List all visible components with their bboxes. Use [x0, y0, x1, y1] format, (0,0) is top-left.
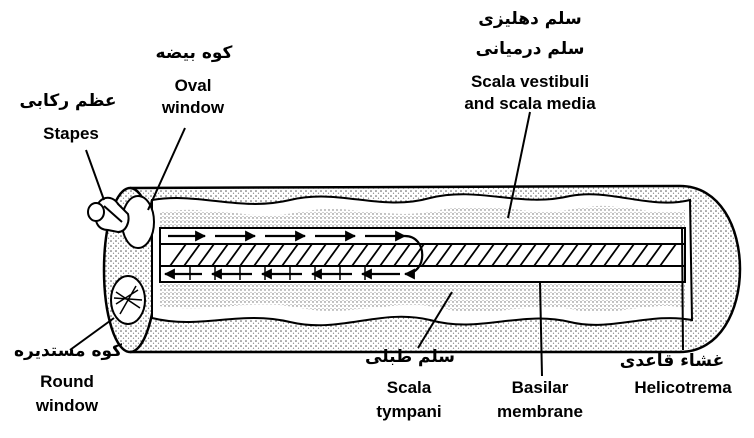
oval-window-label-line1: Oval — [148, 76, 238, 96]
helicotrema-label: Helicotrema — [616, 378, 750, 398]
round-window-label-line1: Round — [22, 372, 112, 392]
stapes-label-fa: عظم رکابی — [8, 92, 128, 112]
scala-tympani-label-line1: Scala — [364, 378, 454, 398]
scala-tympani-label-fa: سلم طبلی — [340, 348, 480, 368]
scala-vestibuli-label-line1: Scala vestibuli — [430, 72, 630, 92]
oval-window-label-fa: کوه بیضه — [134, 44, 254, 64]
basilar-membrane-label-line2: membrane — [480, 402, 600, 422]
scala-vestibuli-label-line2: and scala media — [430, 94, 630, 114]
round-window-label-line2: window — [22, 396, 112, 416]
scala-tympani-label-line2: tympani — [364, 402, 454, 422]
basilar-membrane-label-line1: Basilar — [480, 378, 600, 398]
oval-window-label-line2: window — [148, 98, 238, 118]
scala-vestibuli-label-fa1: سلم دهلیزی — [430, 10, 630, 30]
round-window-label-fa: کوه مستدیره — [4, 342, 132, 362]
stapes-label: Stapes — [26, 124, 116, 144]
scala-vestibuli-label-fa2: سلم درمیانی — [430, 40, 630, 60]
round-window-disk — [111, 276, 145, 324]
helicotrema-label-fa: غشاء قاعدی — [602, 352, 742, 372]
